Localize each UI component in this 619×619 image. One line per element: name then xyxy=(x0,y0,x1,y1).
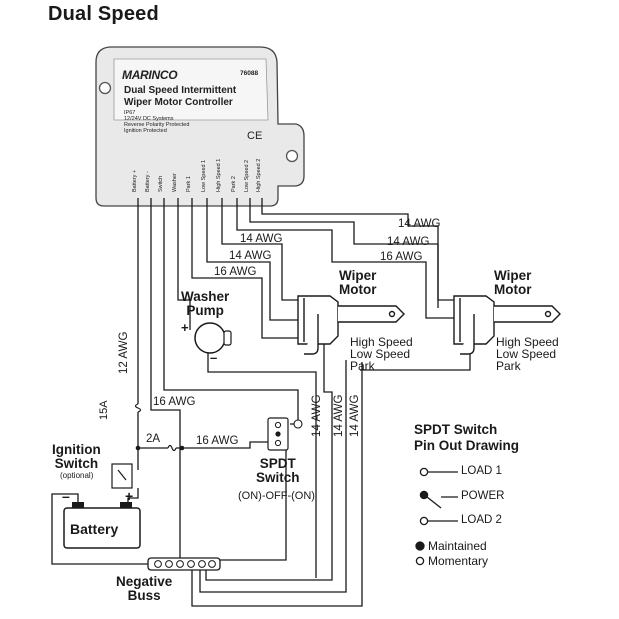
wiper-motor-1-label: Wiper Motor xyxy=(339,268,377,298)
legend-load1-label: LOAD 1 xyxy=(461,465,502,477)
terminal-washer: Washer xyxy=(172,173,178,192)
terminal-battery-plus: Battery + xyxy=(132,169,138,192)
terminal-high-speed-1: High Speed 1 xyxy=(216,158,222,192)
fuse-15a-symbol xyxy=(134,403,142,413)
wire-label-14awg-v1: 14 AWG xyxy=(311,394,323,437)
legend-load2-symbol xyxy=(419,516,429,526)
controller-model: 76088 xyxy=(240,70,259,77)
controller-top-bezel xyxy=(113,58,269,121)
terminal-park-2: Park 2 xyxy=(231,176,237,192)
controller-spec-4: Ignition Protected xyxy=(124,128,167,134)
wiper-1-pin-park: Park xyxy=(350,359,375,373)
legend-load1-symbol xyxy=(419,467,429,477)
wire-label-14awg-v2: 14 AWG xyxy=(333,394,345,437)
controller-cert: CE xyxy=(247,130,263,142)
legend-momentary-label: Momentary xyxy=(428,554,489,568)
controller-spec-1: IP67 xyxy=(124,110,136,116)
terminal-battery-minus: Battery - xyxy=(145,171,151,192)
washer-plus-sign: + xyxy=(181,320,189,335)
fuse-15a-label: 15A xyxy=(98,400,110,420)
legend-title-line2: Pin Out Drawing xyxy=(414,438,520,453)
controller-spec-2: 12/24V DC Systems xyxy=(124,116,174,122)
wire-label-16awg-c: 16 AWG xyxy=(380,251,423,263)
spdt-switch-mode: (ON)-OFF-(ON) xyxy=(238,490,315,502)
terminal-high-speed-2: High Speed 2 xyxy=(256,158,262,192)
mount-hole-right xyxy=(285,149,299,163)
controller-name-line1: Dual Speed Intermittent xyxy=(124,85,237,96)
wiper-1-pin-low-speed: Low Speed xyxy=(350,347,411,361)
wiper-motor-2-label: Wiper Motor xyxy=(494,268,532,298)
battery-minus-sign: – xyxy=(62,488,70,504)
battery-label: Battery xyxy=(70,521,119,537)
terminal-park-1: Park 1 xyxy=(186,176,192,192)
wiper-2-pin-park: Park xyxy=(496,359,521,373)
ignition-switch-symbol xyxy=(111,463,133,489)
fuse-2a-symbol xyxy=(167,444,177,452)
terminal-low-speed-1: Low Speed 1 xyxy=(201,159,207,192)
wire-label-14awg-d: 14 AWG xyxy=(240,233,283,245)
battery-plus-sign: + xyxy=(125,488,134,504)
washer-pump-label: Washer Pump xyxy=(181,289,230,319)
legend-power-symbol xyxy=(419,490,429,500)
washer-pump-symbol xyxy=(194,322,226,354)
ignition-optional-label: (optional) xyxy=(60,471,94,480)
wire-label-16awg-switch: 16 AWG xyxy=(196,435,239,447)
wire-label-14awg-b: 14 AWG xyxy=(387,236,430,248)
ignition-switch-label: Ignition Switch xyxy=(52,442,101,472)
washer-minus-sign: – xyxy=(210,350,218,365)
controller-brand: MARINCO xyxy=(122,68,178,82)
legend-momentary-dot xyxy=(415,556,425,566)
wire-label-14awg-e: 14 AWG xyxy=(229,250,272,262)
legend-power-label: POWER xyxy=(461,490,505,502)
wire-label-16awg-negative: 16 AWG xyxy=(153,396,196,408)
wire-label-16awg-f: 16 AWG xyxy=(214,266,257,278)
terminal-low-speed-2: Low Speed 2 xyxy=(244,159,250,192)
fuse-2a-label: 2A xyxy=(146,433,161,445)
wire-label-14awg-a: 14 AWG xyxy=(398,218,441,230)
wiper-2-pin-low-speed: Low Speed xyxy=(496,347,557,361)
legend-title-line1: SPDT Switch xyxy=(414,422,498,437)
terminal-switch: Switch xyxy=(158,175,164,192)
wiper-motor-2-symbol xyxy=(453,295,561,355)
legend-load2-label: LOAD 2 xyxy=(461,514,502,526)
wire-label-14awg-v3: 14 AWG xyxy=(349,394,361,437)
spdt-switch-label: SPDT Switch xyxy=(256,456,300,486)
mount-hole-left xyxy=(98,81,112,95)
legend-maintained-label: Maintained xyxy=(428,539,487,553)
wiper-2-pin-high-speed: High Speed xyxy=(496,335,559,349)
page-title: Dual Speed xyxy=(48,3,159,25)
wiper-motor-1-symbol xyxy=(297,295,405,355)
wiper-1-pin-high-speed: High Speed xyxy=(350,335,413,349)
legend-maintained-dot xyxy=(415,541,425,551)
battery-symbol xyxy=(63,507,141,549)
controller-spec-3: Reverse Polarity Protected xyxy=(124,122,190,128)
controller-name-line2: Wiper Motor Controller xyxy=(124,97,233,108)
wire-label-12awg-battery: 12 AWG xyxy=(118,331,130,374)
negative-buss-label: Negative Buss xyxy=(116,574,173,604)
